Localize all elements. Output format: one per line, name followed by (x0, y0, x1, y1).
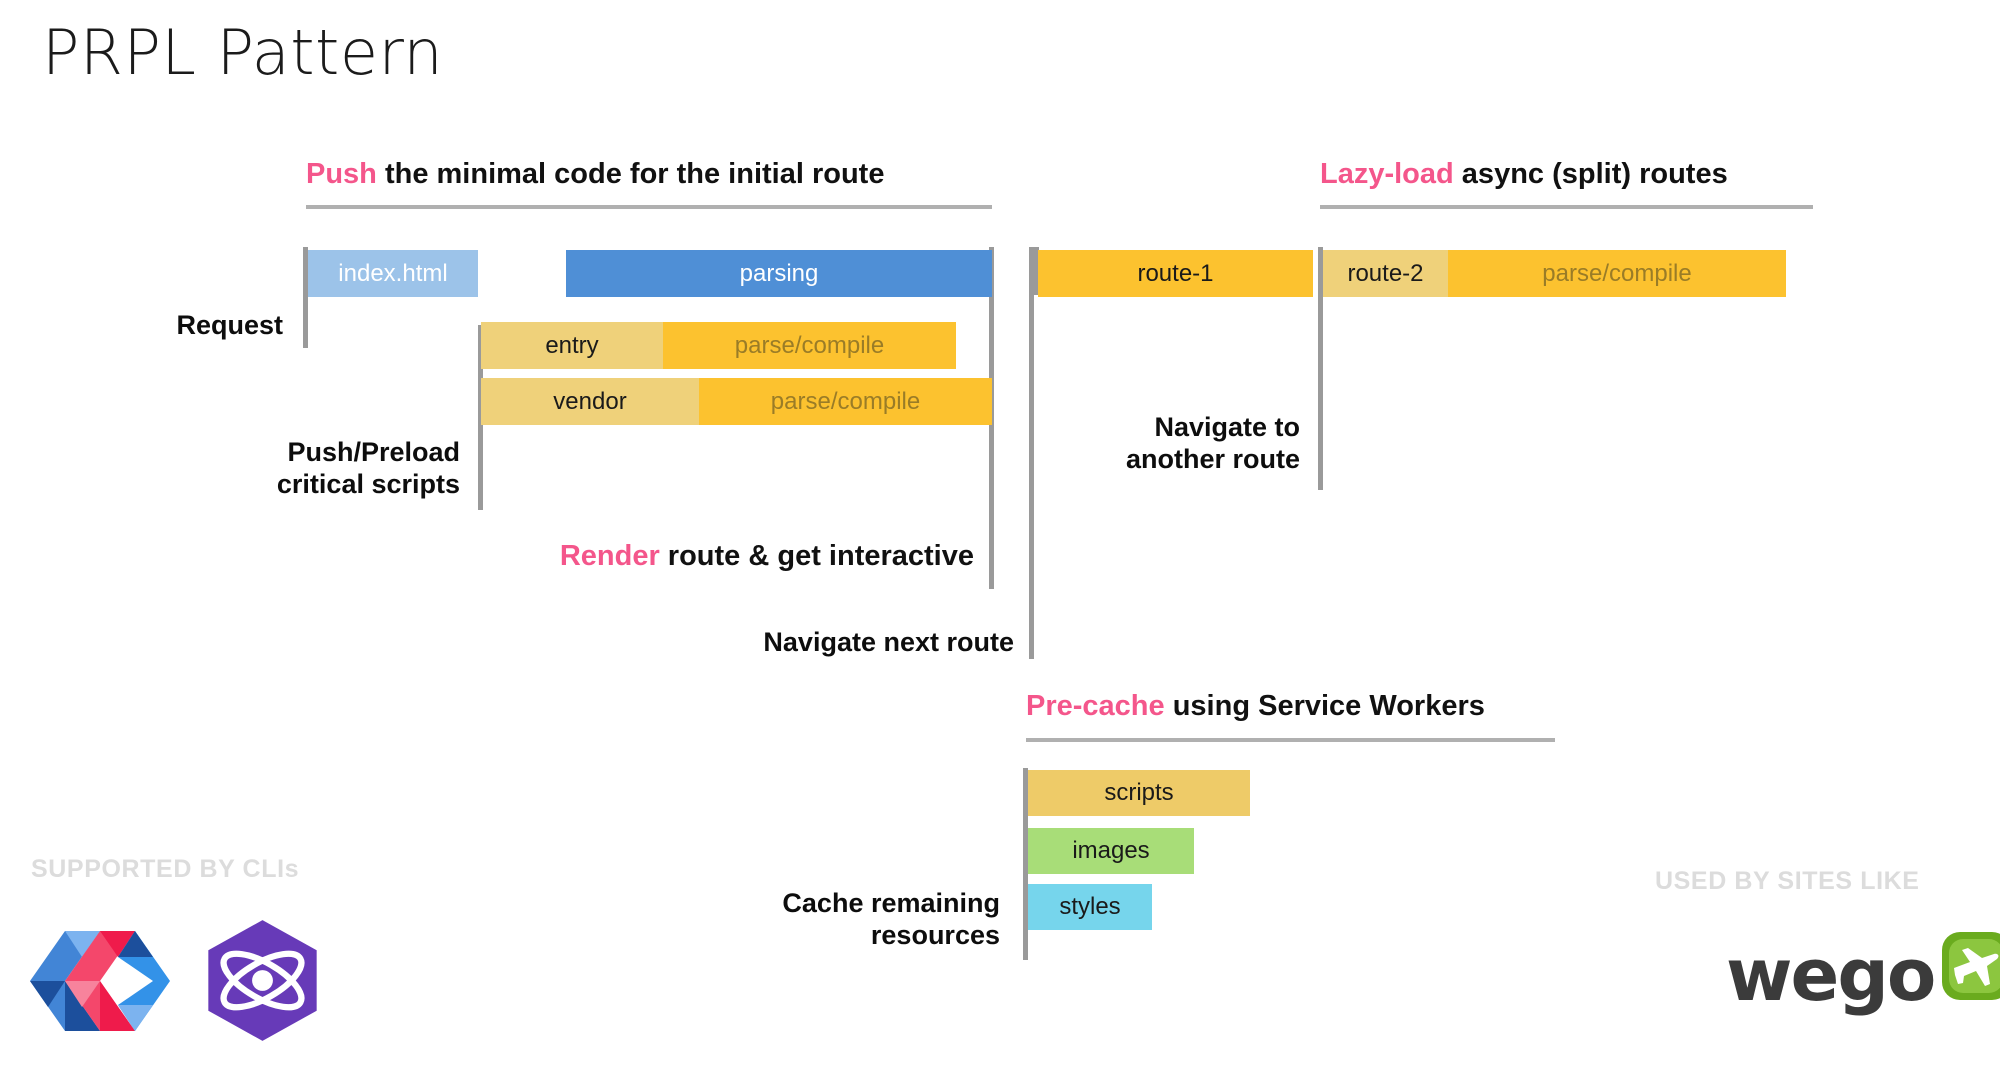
section-keyword-render: Render (559, 540, 660, 572)
section-heading-render: Render route & get interactive (509, 540, 974, 573)
polymer-logo (30, 925, 170, 1042)
section-rest-push: the minimal code for the initial route (376, 158, 885, 190)
bar-segment-route-2: route-2 (1323, 250, 1448, 297)
bar-images: images (1028, 828, 1194, 874)
bar-segment-images: images (1028, 828, 1194, 874)
section-keyword-lazy-load: Lazy-load (1320, 158, 1454, 190)
label-navigate-next-route: Navigate next route (763, 627, 1014, 657)
bar-entry: entry parse/compile (481, 322, 956, 369)
label-push-preload-line2: critical scripts (276, 468, 460, 499)
guide-line-cache-remaining (1023, 768, 1028, 960)
section-rule-precache (1026, 738, 1555, 742)
bar-segment-route-2-parse-compile: parse/compile (1448, 250, 1786, 297)
footer-caption-supported-by: SUPPORTED BY CLIs (31, 855, 300, 883)
label-cache-remaining: Cache remaining resources (600, 888, 1000, 952)
page-title: PRPL Pattern (42, 16, 444, 89)
bar-segment-index-html: index.html (308, 250, 478, 297)
section-keyword-precache: Pre-cache (1026, 690, 1165, 722)
bar-route-2: route-2 parse/compile (1323, 250, 1786, 297)
section-rest-lazy-load: async (split) routes (1453, 158, 1728, 190)
footer-caption-used-by: USED BY SITES LIKE (1655, 867, 1920, 895)
guide-line-push-preload (478, 325, 483, 510)
bar-segment-entry: entry (481, 322, 663, 369)
bar-segment-vendor-parse-compile: parse/compile (699, 378, 992, 425)
label-navigate-another-route: Navigate to another route (930, 412, 1300, 476)
label-cache-remaining-line2: resources (870, 919, 1000, 950)
label-cache-remaining-line1: Cache remaining (782, 888, 1000, 918)
preact-atom-icon (208, 920, 317, 1041)
section-rule-push (306, 205, 992, 209)
section-heading-lazy-load: Lazy-load async (split) routes (1320, 158, 1728, 191)
bar-index-html: index.html (308, 250, 478, 297)
bar-segment-parsing: parsing (566, 250, 992, 297)
bar-segment-entry-parse-compile: parse/compile (663, 322, 956, 369)
guide-line-request (303, 247, 308, 348)
section-rest-precache: using Service Workers (1164, 690, 1485, 722)
section-heading-precache: Pre-cache using Service Workers (1026, 690, 1485, 723)
section-rule-lazy-load (1320, 205, 1813, 209)
label-push-preload-line1: Push/Preload (287, 437, 460, 467)
section-heading-push: Push the minimal code for the initial ro… (306, 158, 884, 191)
guide-line-route-1 (1034, 247, 1039, 295)
preact-logo (200, 918, 325, 1048)
bar-parsing: parsing (566, 250, 992, 297)
label-navigate-another-line2: another route (1125, 443, 1300, 474)
bar-segment-route-1: route-1 (1038, 250, 1313, 297)
bar-styles: styles (1028, 884, 1152, 930)
wego-wordmark: wego (1726, 933, 1936, 1017)
bar-segment-scripts: scripts (1028, 770, 1250, 816)
section-rest-render: route & get interactive (659, 540, 974, 572)
bar-segment-styles: styles (1028, 884, 1152, 930)
wego-logo: wego (1726, 930, 2000, 1020)
bar-route-1: route-1 (1038, 250, 1313, 297)
bar-scripts: scripts (1028, 770, 1250, 816)
bar-segment-vendor: vendor (481, 378, 699, 425)
wego-plane-icon (1942, 932, 2000, 1000)
label-push-preload: Push/Preload critical scripts (60, 437, 460, 501)
guide-line-route-2 (1318, 247, 1323, 490)
polymer-logo-icon (30, 931, 170, 1031)
guide-line-navigate-next (1029, 247, 1034, 659)
bar-vendor: vendor parse/compile (481, 378, 992, 425)
section-keyword-push: Push (306, 158, 377, 190)
label-navigate-another-line1: Navigate to (1154, 412, 1300, 442)
label-request: Request (176, 310, 283, 340)
